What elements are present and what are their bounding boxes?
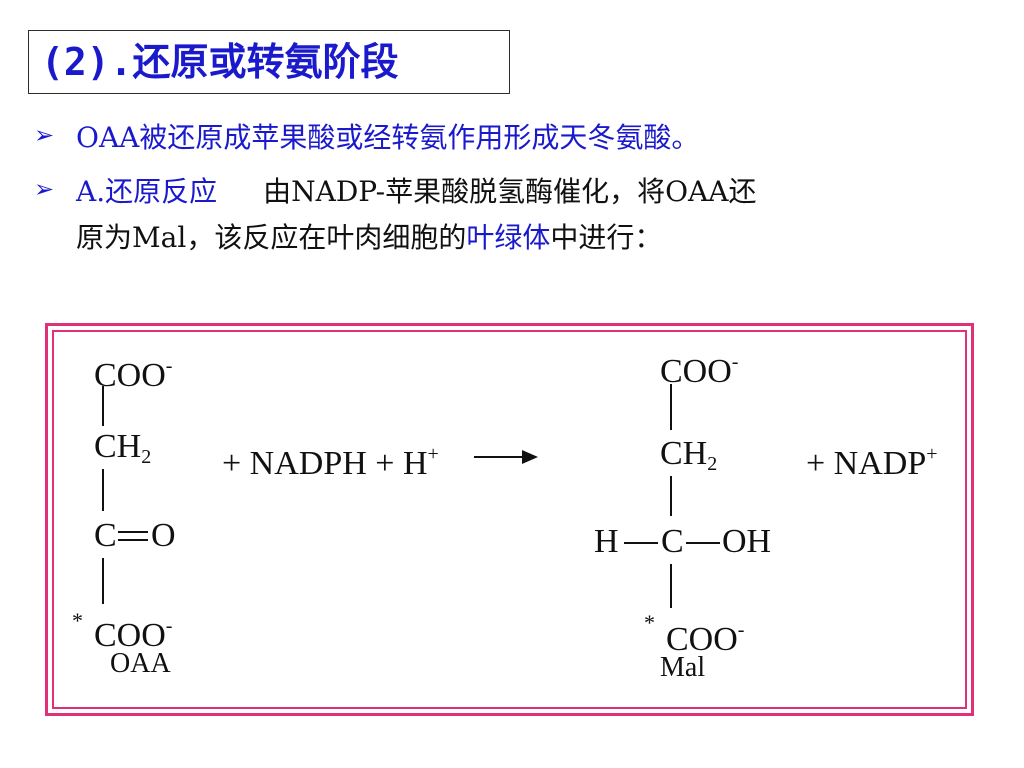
mal-carbon: C: [661, 523, 684, 560]
bullet-2-line-1: A.还原反应 由NADP-苹果酸脱氢酶催化，将OAA还: [76, 172, 756, 212]
reagents-nadph-h: + NADPH + H+: [222, 443, 439, 482]
oaa-label: OAA: [110, 648, 171, 679]
oaa-bond-1: [102, 386, 104, 426]
mal-oh-bond: [686, 542, 720, 544]
mal-oh: OH: [722, 523, 772, 560]
mal-bond-2: [670, 476, 672, 516]
oaa-bond-2: [102, 469, 104, 511]
reaction-arrow-shaft: [474, 456, 530, 458]
oaa-label-star: *: [72, 608, 83, 633]
oaa-bond-3: [102, 558, 104, 604]
bullet-2-line2-pre: 原为Mal，该反应在叶肉细胞的: [76, 221, 467, 254]
reaction-diagram: COO- CH2 C O * COO- OAA + NADPH + H+ COO…: [52, 330, 967, 709]
bullet-2-line-2: 原为Mal，该反应在叶肉细胞的叶绿体中进行：: [76, 218, 662, 258]
oaa-ch2: CH2: [94, 428, 152, 469]
arrow-bullet-icon: ➢: [34, 121, 55, 149]
mal-ch2: CH2: [660, 435, 718, 476]
mal-coo-bottom: COO-: [666, 619, 745, 658]
mal-bond-1: [670, 384, 672, 430]
reaction-frame: COO- CH2 C O * COO- OAA + NADPH + H+ COO…: [45, 323, 974, 716]
oaa-double-bond-a: [118, 531, 148, 533]
mal-h: H: [594, 523, 619, 560]
bullet-2-body: 由NADP-苹果酸脱氢酶催化，将OAA还: [263, 175, 757, 208]
chloroplast-highlight: 叶绿体: [466, 221, 551, 254]
oaa-coo-top: COO-: [94, 355, 173, 394]
bullet-1-text: OAA被还原成苹果酸或经转氨作用形成天冬氨酸。: [76, 121, 700, 154]
oaa-oxygen: O: [151, 517, 176, 554]
mal-bond-3: [670, 564, 672, 608]
mal-label-star: *: [644, 610, 655, 635]
byproduct-nadp: + NADP+: [806, 443, 938, 482]
title-box: (2).还原或转氨阶段: [28, 30, 510, 94]
reaction-arrow-head-icon: [522, 450, 538, 464]
arrow-bullet-icon: ➢: [34, 175, 55, 203]
oaa-double-bond-b: [118, 539, 148, 541]
mal-coo-top: COO-: [660, 351, 739, 390]
oaa-carbon: C: [94, 517, 117, 554]
bullet-2-line2-post: 中进行：: [550, 221, 663, 254]
bullet-2-lead: A.还原反应: [76, 175, 218, 208]
mal-h-bond: [624, 542, 658, 544]
page-title: (2).还原或转氨阶段: [41, 40, 399, 84]
mal-label: Mal: [660, 652, 706, 683]
oaa-coo-bottom: COO-: [94, 615, 173, 654]
